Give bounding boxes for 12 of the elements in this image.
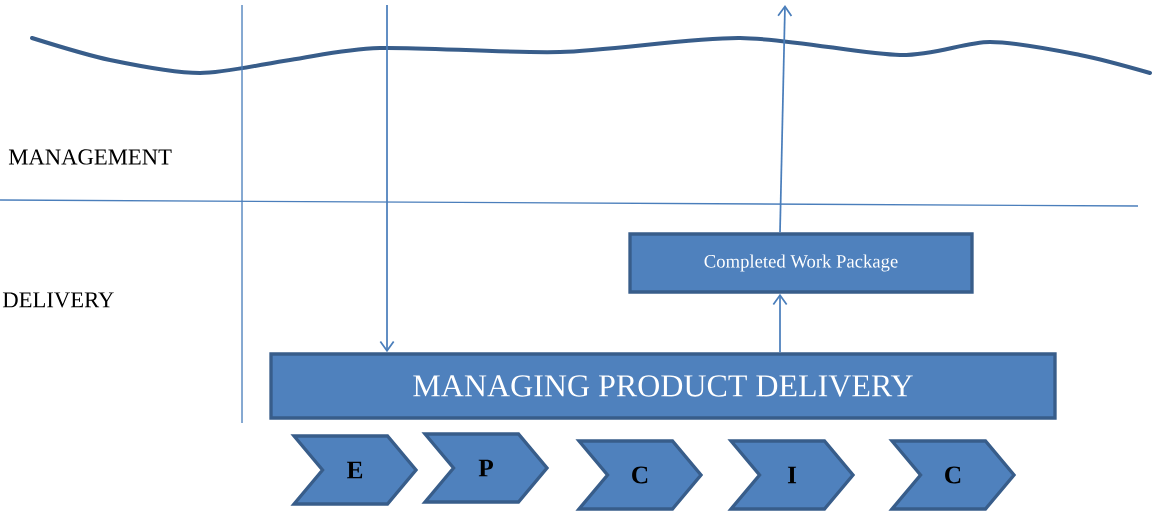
process-step: E <box>290 434 419 506</box>
arrow <box>379 4 395 353</box>
process-step: I <box>727 439 856 511</box>
process-step: C <box>888 439 1017 511</box>
arrow <box>777 5 793 234</box>
region-label: MANAGEMENT <box>8 149 172 165</box>
process-step: C <box>575 439 704 511</box>
process-step: P <box>421 432 550 504</box>
process-box: Completed Work Package <box>628 232 974 294</box>
region-label: DELIVERY <box>2 292 114 308</box>
process-bar: MANAGING PRODUCT DELIVERY <box>269 352 1057 420</box>
arrow <box>772 293 788 354</box>
